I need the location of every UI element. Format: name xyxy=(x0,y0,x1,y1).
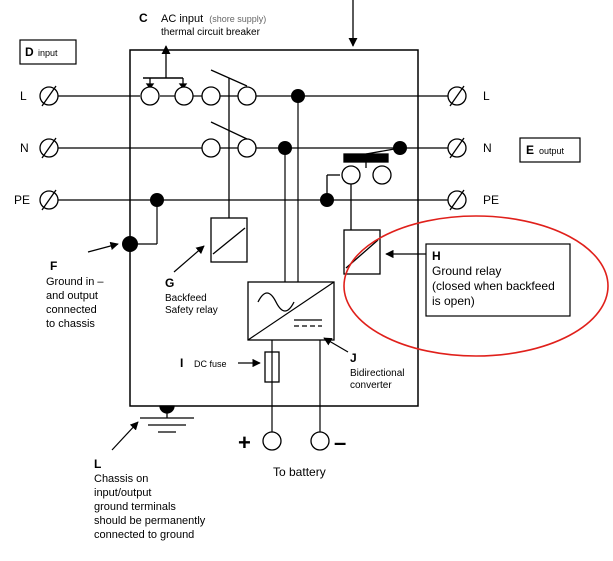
input-label-L: L xyxy=(20,89,27,103)
label-L-line: Chassis on xyxy=(94,473,148,485)
label-L-line: ground terminals xyxy=(94,501,176,513)
arrow-F xyxy=(87,241,119,253)
battery-terminal-positive xyxy=(262,431,282,451)
battery-label: To battery xyxy=(273,465,326,479)
battery-plus-sign: + xyxy=(238,430,251,455)
label-L-line: connected to ground xyxy=(94,529,194,541)
label-L-line: input/output xyxy=(94,487,152,499)
battery-minus-sign: – xyxy=(334,430,346,455)
backfeed-relay-coil xyxy=(210,217,248,263)
battery-terminal-negative xyxy=(310,431,330,451)
label-I-text: DC fuse xyxy=(194,359,227,369)
label-H-line: is open) xyxy=(432,294,475,308)
sine-wave-icon xyxy=(257,292,295,312)
label-D-text: input xyxy=(38,48,58,58)
label-C-letter: C xyxy=(139,11,148,25)
junction-chassis xyxy=(122,236,138,252)
inverter-enclosure xyxy=(129,49,419,407)
highlight-ellipse xyxy=(343,215,609,357)
backfeed-relay-contacts xyxy=(201,69,257,218)
label-G-line: Safety relay xyxy=(165,305,218,316)
label-F-line: to chassis xyxy=(46,318,95,330)
label-G-letter: G xyxy=(165,276,174,290)
label-H-line: Ground relay xyxy=(432,264,501,278)
label-F-letter: F xyxy=(50,259,57,273)
label-E-letter: E xyxy=(526,143,534,157)
label-box-E xyxy=(519,137,581,163)
label-I-letter: I xyxy=(180,356,183,370)
output-terminals xyxy=(447,85,467,211)
label-C-line2: thermal circuit breaker xyxy=(161,27,261,38)
label-F-line: connected xyxy=(46,304,97,316)
input-label-N: N xyxy=(20,141,29,155)
label-E-text: output xyxy=(539,146,565,156)
label-G-line: Backfeed xyxy=(165,293,207,304)
label-box-D xyxy=(19,39,77,65)
arrow-J xyxy=(323,337,349,353)
label-F-line: and output xyxy=(46,290,98,302)
label-L-line: should be permanently xyxy=(94,515,206,527)
chassis-ground-icon xyxy=(140,405,194,433)
output-label-L: L xyxy=(483,89,490,103)
label-D-letter: D xyxy=(25,45,34,59)
label-H-letter: H xyxy=(432,249,441,263)
label-F-line: Ground in – xyxy=(46,276,104,288)
arrow-G xyxy=(173,245,205,273)
output-label-PE: PE xyxy=(483,193,499,207)
junction-PE-ground-relay xyxy=(320,193,334,207)
ground-relay-contacts xyxy=(326,147,401,230)
input-label-PE: PE xyxy=(14,193,30,207)
label-J-letter: J xyxy=(350,351,357,365)
input-terminals xyxy=(39,85,59,211)
label-box-H xyxy=(425,243,571,317)
label-H-line: (closed when backfeed xyxy=(432,279,555,293)
label-J-line: Bidirectional xyxy=(350,368,404,379)
output-label-N: N xyxy=(483,141,492,155)
thermal-circuit-breaker xyxy=(140,45,221,106)
arrow-L xyxy=(111,421,139,451)
label-L-letter: L xyxy=(94,457,101,471)
label-C-title: AC input (shore supply) xyxy=(161,13,266,25)
label-J-line: converter xyxy=(350,380,392,391)
